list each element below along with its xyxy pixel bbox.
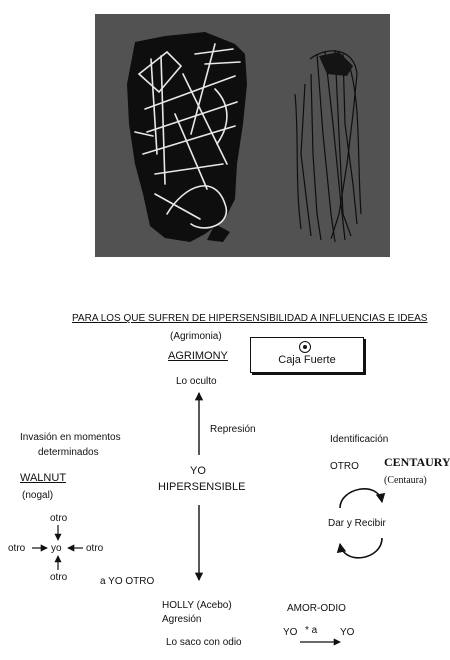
walnut-cross-bottom: otro xyxy=(50,572,68,583)
walnut-cross-top: otro xyxy=(50,513,68,524)
centaury-cycle-arc-bottom xyxy=(336,537,383,559)
repression-label: Represión xyxy=(210,424,256,435)
holly-aggression: Agresión xyxy=(162,614,202,625)
walnut-name: WALNUT xyxy=(20,472,67,484)
love-hate-label: AMOR-ODIO xyxy=(287,603,346,614)
walnut-note-line2: determinados xyxy=(38,447,99,458)
centaury-cycle-arc-top xyxy=(339,488,386,509)
yo-otro-label: a YO OTRO xyxy=(100,576,155,587)
identification-label: Identificación xyxy=(330,434,389,445)
walnut-cross-center: yo xyxy=(51,543,62,554)
walnut-common-name: (nogal) xyxy=(22,490,54,501)
holly-hate: Lo saco con odio xyxy=(166,637,242,648)
safe-box: Caja Fuerte xyxy=(250,337,364,373)
centaury-otro: OTRO xyxy=(330,461,359,472)
centaury-common-name: (Centaura) xyxy=(384,475,427,486)
center-hipersensible: HIPERSENSIBLE xyxy=(158,481,246,493)
diagram-heading: PARA LOS QUE SUFREN DE HIPERSENSIBILIDAD… xyxy=(72,313,428,324)
walnut-cross-left: otro xyxy=(8,543,26,554)
safe-box-label: Caja Fuerte xyxy=(278,354,336,366)
center-yo: YO xyxy=(190,465,206,477)
agrimony-common-name: (Agrimonia) xyxy=(170,331,222,342)
holly-name: HOLLY (Acebo) xyxy=(162,600,232,611)
centaury-cycle-label: Dar y Recibir xyxy=(328,518,386,529)
centaury-name: CENTAURY xyxy=(384,455,450,469)
love-hate-star-a: * a xyxy=(305,625,318,636)
target-icon xyxy=(299,341,311,353)
abstract-artwork-image xyxy=(95,14,390,257)
lo-oculto-label: Lo oculto xyxy=(176,376,217,387)
love-hate-yo-right: YO xyxy=(340,627,355,638)
walnut-cross-right: otro xyxy=(86,543,104,554)
agrimony-name: AGRIMONY xyxy=(168,350,228,362)
love-hate-yo-left: YO xyxy=(283,627,298,638)
walnut-note-line1: Invasión en momentos xyxy=(20,432,121,443)
